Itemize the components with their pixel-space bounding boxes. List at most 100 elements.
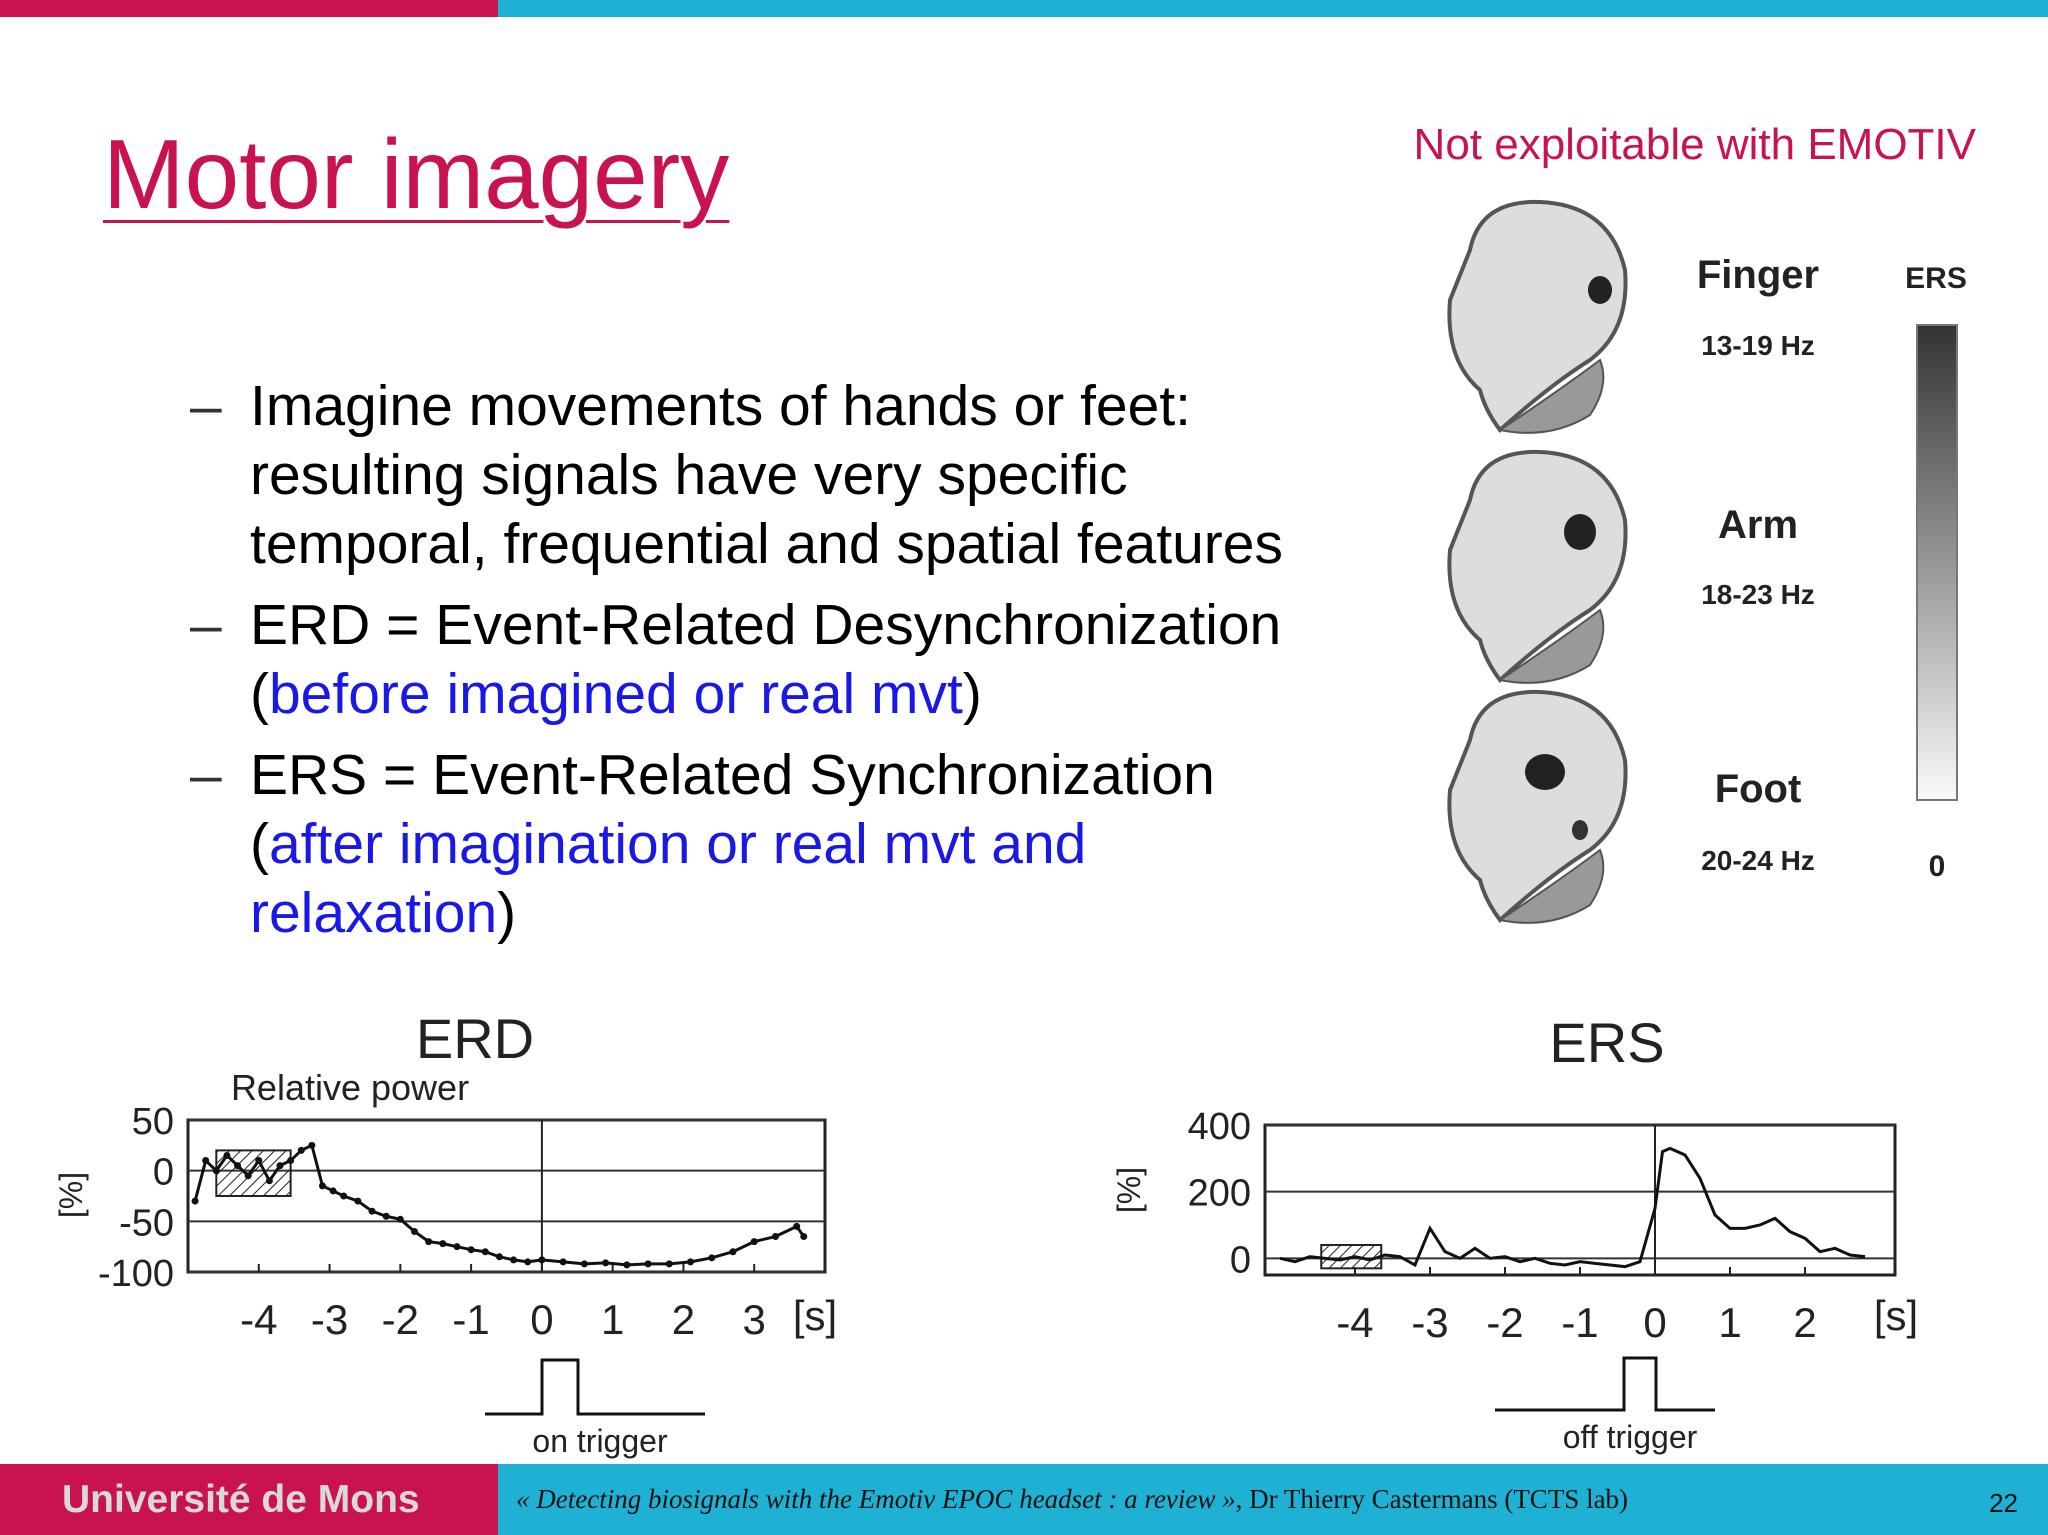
erd-data-point	[308, 1141, 316, 1149]
erd-x-tick-label: 1	[601, 1296, 624, 1343]
erd-data-point	[800, 1233, 808, 1241]
erd-x-unit: [s]	[793, 1292, 837, 1339]
ers-x-unit: [s]	[1874, 1292, 1918, 1339]
erd-data-point	[244, 1172, 252, 1180]
erd-data-point	[644, 1260, 652, 1268]
erd-data-point	[467, 1246, 475, 1254]
map-label-foot: Foot	[1715, 767, 1802, 811]
brain-map-finger	[1447, 199, 1628, 434]
erd-data-point	[729, 1248, 737, 1256]
map-band-arm: 18-23 Hz	[1701, 579, 1815, 610]
erd-data-point	[255, 1157, 263, 1165]
erd-data-point	[495, 1253, 503, 1261]
footer-bar-red	[0, 1464, 498, 1535]
erd-data-point	[276, 1162, 284, 1170]
erd-data-point	[771, 1233, 779, 1241]
erd-data-point	[623, 1261, 631, 1269]
erd-data-point	[559, 1258, 567, 1266]
ers-x-tick-label: -3	[1411, 1299, 1448, 1346]
erd-data-point	[687, 1258, 695, 1266]
erd-data-point	[202, 1157, 210, 1165]
erd-data-point	[750, 1238, 758, 1246]
bullet-dash: –	[190, 743, 222, 807]
erd-chart: ERD Relative power [%] 50 0 -50 -100 -4 -3 -2-…	[53, 1007, 837, 1459]
ers-color-scale	[1916, 324, 1958, 801]
ers-y-axis-label: [%]	[1111, 1167, 1147, 1213]
ers-x-tick-label: -1	[1561, 1299, 1598, 1346]
ers-x-tick-label: -4	[1336, 1299, 1373, 1346]
footer-bar-blue	[498, 1464, 2048, 1535]
top-accent-bar-red	[0, 0, 498, 17]
erd-data-point	[708, 1254, 716, 1262]
ers-x-tick-label: 0	[1643, 1299, 1666, 1346]
top-accent-bar-blue	[498, 0, 2048, 17]
ers-trigger-pulse	[1495, 1356, 1715, 1412]
page-number: 22	[1989, 1488, 2018, 1518]
map-band-foot: 20-24 Hz	[1701, 845, 1815, 876]
slide-title: Motor imagery	[103, 119, 730, 229]
erd-trigger-pulse	[485, 1358, 705, 1416]
erd-data-point	[439, 1240, 447, 1248]
emotiv-note: Not exploitable with EMOTIV	[1413, 120, 1976, 169]
ers-x-tick-label: -2	[1486, 1299, 1523, 1346]
bullet-dash: –	[190, 374, 222, 438]
footer-citation: « Detecting biosignals with the Emotiv E…	[516, 1484, 1629, 1514]
ers-x-tick-label: 1	[1718, 1299, 1741, 1346]
brain-map-foot	[1447, 689, 1628, 924]
erd-data-point	[665, 1260, 673, 1268]
erd-trigger-label: on trigger	[532, 1423, 668, 1459]
erd-y-tick-label: 50	[132, 1101, 174, 1143]
bullet-erd: – ERD = Event-Related Desynchronization(…	[190, 593, 1282, 726]
erd-y-tick-label: -50	[119, 1202, 174, 1244]
bullet-imagine: – Imagine movements of hands or feet: re…	[190, 374, 1283, 576]
erd-timing-text: before imagined or real mvt	[268, 662, 963, 726]
bullet-ers: – ERS = Event-Related Synchronization(af…	[190, 743, 1215, 945]
erd-chart-title: ERD	[416, 1007, 534, 1070]
erd-data-point	[481, 1248, 489, 1256]
erd-data-point	[354, 1197, 362, 1205]
bullet-list: – Imagine movements of hands or feet: re…	[190, 372, 1380, 960]
erd-data-point	[191, 1197, 199, 1205]
ers-scale-zero: 0	[1929, 850, 1946, 883]
erd-data-point	[329, 1187, 337, 1195]
erd-data-point	[410, 1227, 418, 1235]
erd-data-point	[453, 1243, 461, 1251]
ers-y-tick-label: 0	[1230, 1239, 1251, 1281]
erd-y-axis-label: [%]	[53, 1172, 89, 1218]
ers-timing-text-2: relaxation	[250, 881, 498, 945]
brain-map-arm	[1447, 449, 1628, 684]
erd-x-tick-label: -1	[452, 1296, 489, 1343]
erd-chart-subtitle: Relative power	[231, 1067, 469, 1108]
ers-y-tick-label: 400	[1188, 1106, 1251, 1148]
erd-x-tick-label: 3	[743, 1296, 766, 1343]
ers-chart: ERS [%] 400 200 0 -4 -3 -2 -1 0 1 2 [s] off trigg…	[1111, 1011, 1918, 1455]
bullet-dash: –	[190, 593, 222, 657]
erd-x-tick-label: 0	[530, 1296, 553, 1343]
erd-data-point	[524, 1258, 532, 1266]
ers-timing-text: after imagination or real mvt and	[268, 812, 1087, 876]
erd-data-point	[396, 1215, 404, 1223]
erd-data-point	[265, 1177, 273, 1185]
erd-data-point	[580, 1260, 588, 1268]
erd-x-tick-label: -3	[311, 1296, 348, 1343]
erd-y-tick-label: 0	[153, 1152, 174, 1194]
erd-data-point	[318, 1182, 326, 1190]
ers-chart-title: ERS	[1549, 1011, 1664, 1074]
erd-data-point	[297, 1146, 305, 1154]
ers-x-tick-label: 2	[1793, 1299, 1816, 1346]
university-name: Université de Mons	[62, 1478, 420, 1521]
erd-data-point	[287, 1157, 295, 1165]
erd-data-point	[368, 1207, 376, 1215]
erd-data-point	[510, 1256, 518, 1264]
ers-y-tick-label: 200	[1188, 1173, 1251, 1215]
erd-x-tick-label: -2	[382, 1296, 419, 1343]
erd-data-point	[223, 1151, 231, 1159]
erd-series-line	[193, 1143, 805, 1267]
ers-trigger-label: off trigger	[1563, 1419, 1698, 1455]
map-label-arm: Arm	[1718, 503, 1798, 547]
ers-scale-label: ERS	[1905, 262, 1967, 295]
erd-y-tick-label: -100	[98, 1253, 174, 1295]
erd-x-tick-label: -4	[240, 1296, 277, 1343]
erd-x-tick-label: 2	[672, 1296, 695, 1343]
brain-maps-figure: Finger 13-19 Hz Arm 18-23 Hz Foot 20-24 …	[1447, 199, 1967, 924]
